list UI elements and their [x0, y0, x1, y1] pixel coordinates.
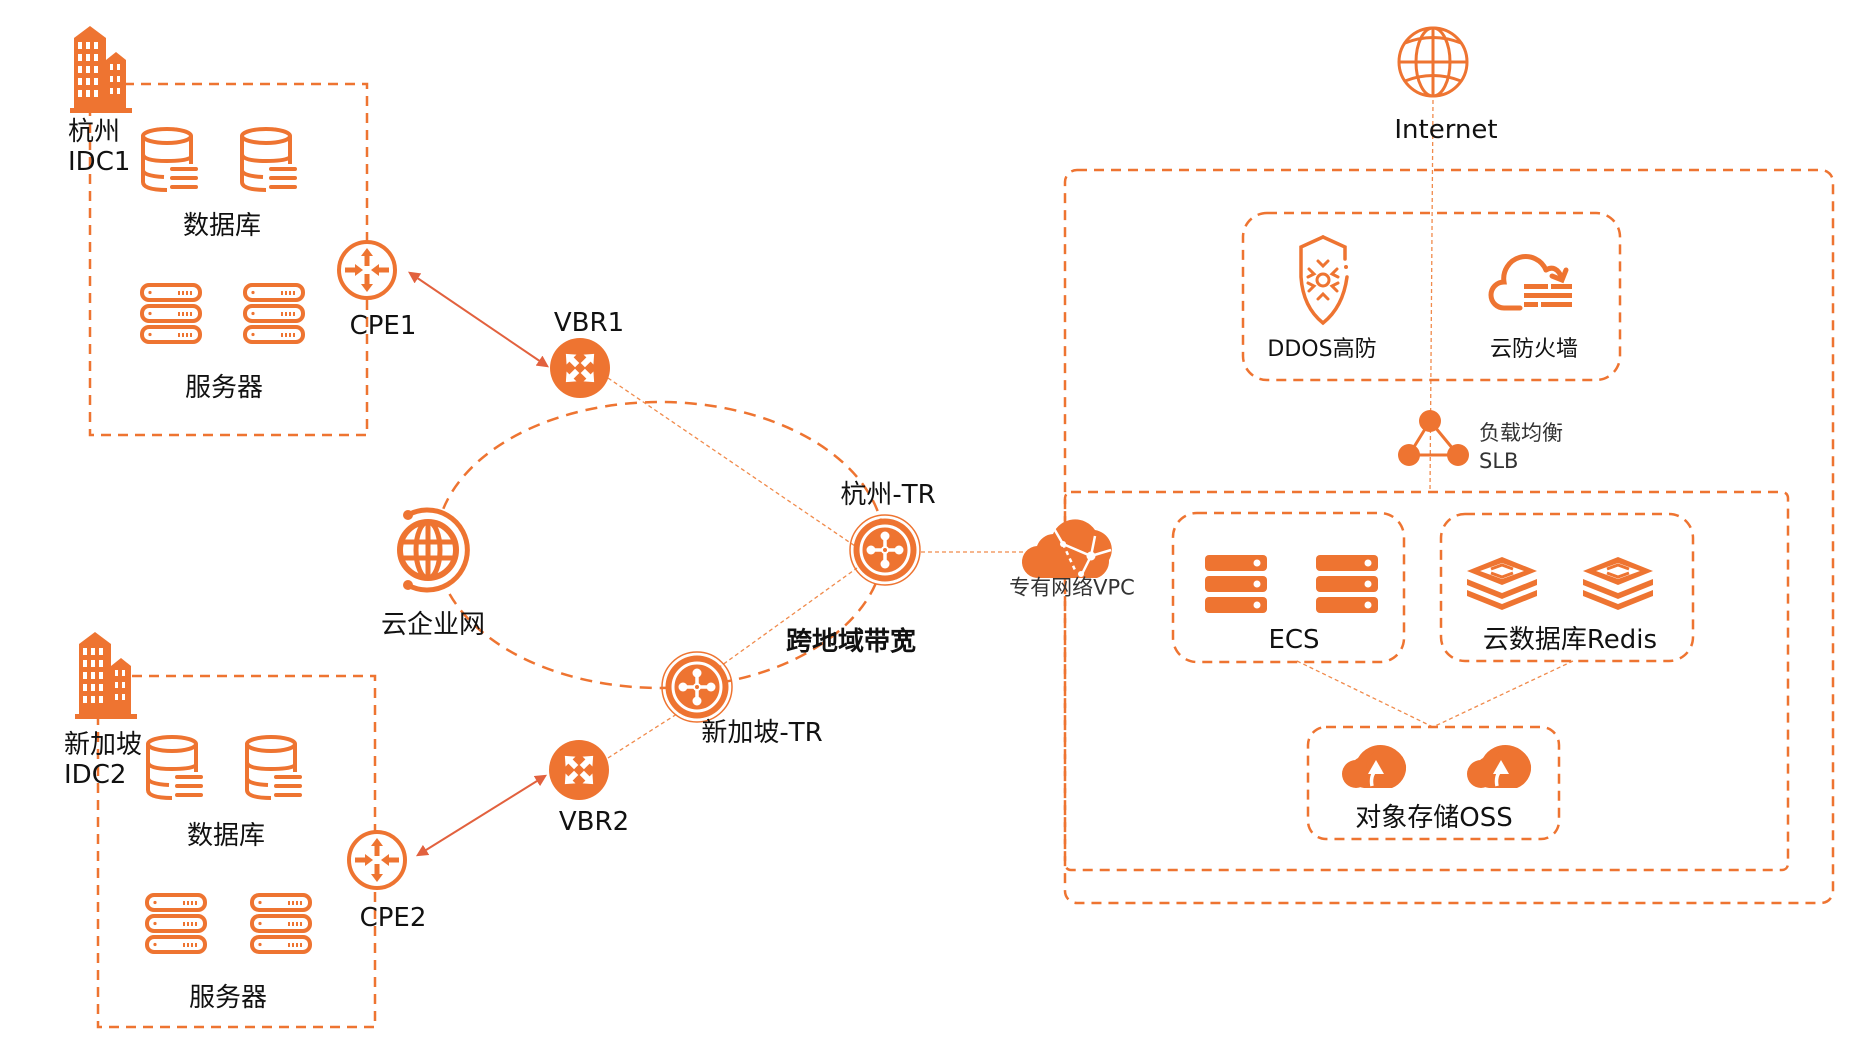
vbr1-label: VBR1 [553, 308, 625, 338]
database-icon [141, 127, 200, 192]
vbr-icon[interactable] [549, 740, 609, 800]
redis-icon[interactable] [1581, 555, 1655, 612]
bandwidth-label: 跨地域带宽 [785, 627, 917, 657]
idc2-city-label: 新加坡 [64, 730, 143, 760]
server-icon [145, 893, 207, 954]
idc2-boundary [96, 674, 377, 1029]
server-icon [140, 283, 202, 344]
vpc-label: 专有网络VPC [1009, 575, 1135, 600]
idc2-name-label: IDC2 [64, 760, 127, 790]
building-icon [75, 632, 137, 719]
oss-cloud-icon[interactable] [1465, 743, 1533, 790]
oss-box [1306, 725, 1561, 841]
ecs-oss-link [1296, 660, 1434, 728]
cen-globe-icon[interactable] [384, 506, 472, 594]
cen-label: 云企业网 [380, 610, 486, 640]
idc2-database-label: 数据库 [186, 821, 266, 851]
idc1-city-label: 杭州 [68, 117, 121, 147]
router-icon[interactable] [337, 240, 397, 300]
slb-label-cn: 负载均衡 [1479, 421, 1563, 445]
database-icon [146, 735, 205, 800]
redis-label: 云数据库Redis [1482, 625, 1658, 655]
shield-icon[interactable] [1299, 235, 1349, 326]
tr-singapore-label: 新加坡-TR [701, 718, 823, 748]
idc2-server-label: 服务器 [188, 983, 268, 1013]
cpe2-vbr2-link [415, 774, 548, 857]
database-icon [245, 735, 304, 800]
transit-router-icon[interactable] [848, 513, 922, 587]
internet-link [1429, 99, 1434, 493]
building-icon [70, 26, 132, 113]
tr-hangzhou-label: 杭州-TR [840, 480, 936, 510]
vpc-boundary [1063, 490, 1790, 872]
ecs-server-icon[interactable] [1205, 555, 1267, 613]
globe-icon[interactable] [1397, 26, 1469, 98]
idc1-database-label: 数据库 [182, 211, 262, 241]
redis-icon[interactable] [1465, 555, 1539, 612]
internet-label: Internet [1394, 115, 1498, 145]
ecs-label: ECS [1268, 625, 1320, 655]
ecs-box [1171, 511, 1406, 664]
vbr2-label: VBR2 [558, 807, 630, 837]
cpe1-vbr1-link [408, 271, 549, 368]
cpe2-label: CPE2 [359, 903, 427, 933]
ddos-label: DDOS高防 [1267, 337, 1377, 362]
vbr1-tr-link [607, 377, 856, 547]
idc1-name-label: IDC1 [68, 147, 131, 177]
idc1-boundary [88, 82, 369, 437]
oss-label: 对象存储OSS [1355, 803, 1513, 833]
vbr-icon[interactable] [550, 338, 610, 398]
redis-box [1439, 512, 1695, 663]
slb-label-en: SLB [1479, 449, 1519, 473]
ecs-server-icon[interactable] [1316, 555, 1378, 613]
vpc-cloud-icon[interactable] [1021, 519, 1112, 579]
cloud-region-boundary [1063, 168, 1835, 905]
load-balancer-icon[interactable] [1398, 410, 1469, 466]
tr-tr-link [717, 567, 858, 669]
database-icon [240, 127, 299, 192]
oss-cloud-icon[interactable] [1340, 743, 1408, 790]
idc1-server-label: 服务器 [184, 373, 264, 403]
router-icon[interactable] [347, 830, 407, 890]
server-icon [243, 283, 305, 344]
vbr2-tr-link [607, 711, 681, 759]
cloud-firewall-icon[interactable] [1488, 254, 1572, 311]
security-group-box [1241, 211, 1622, 382]
cpe1-label: CPE1 [349, 311, 417, 341]
server-icon [250, 893, 312, 954]
transit-router-icon[interactable] [660, 650, 734, 724]
firewall-label: 云防火墙 [1489, 337, 1579, 362]
redis-oss-link [1432, 660, 1574, 728]
